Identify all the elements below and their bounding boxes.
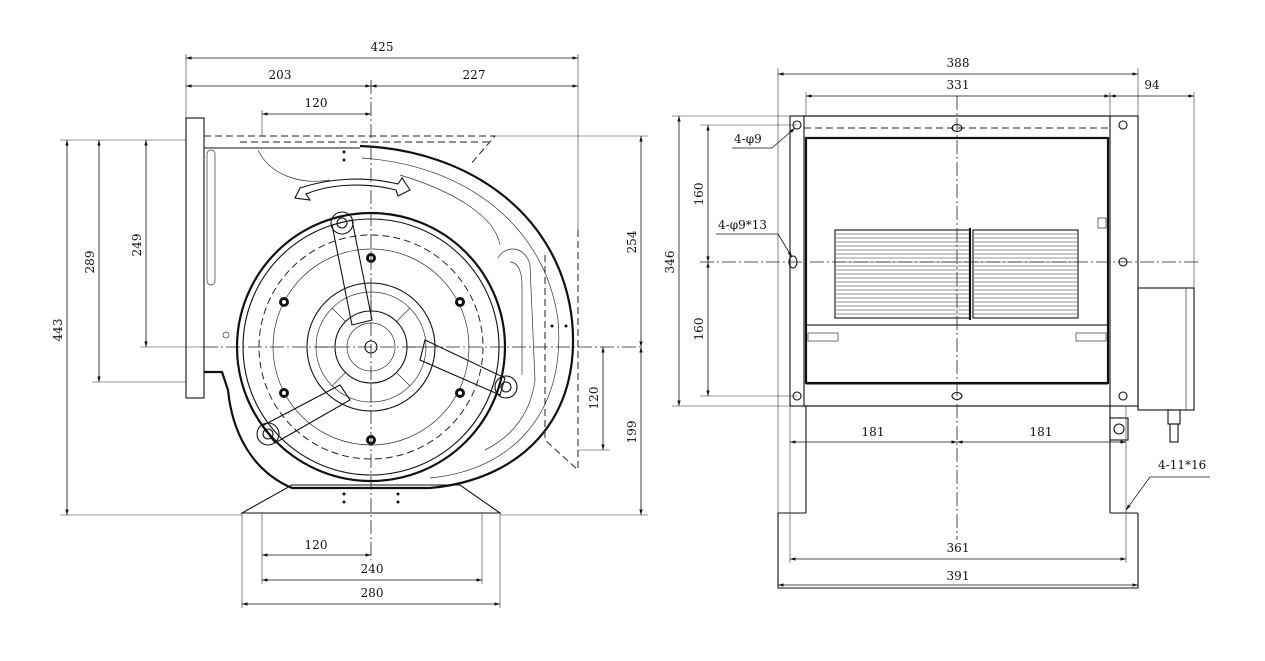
motor-body bbox=[1137, 287, 1195, 411]
corner-holes bbox=[788, 120, 1128, 401]
side-base bbox=[777, 513, 1139, 589]
motor-arm-top bbox=[331, 219, 373, 326]
impeller bbox=[834, 228, 1079, 320]
callout-4-11x16: 4-11*16 bbox=[1158, 458, 1206, 472]
dim-425: 425 bbox=[371, 40, 394, 54]
dim-346: 346 bbox=[663, 251, 677, 274]
dim-443: 443 bbox=[51, 319, 65, 342]
dim-203: 203 bbox=[269, 68, 292, 82]
dim-120-base: 120 bbox=[305, 538, 328, 552]
side-view-dimensions: 388 331 94 346 160 160 181 181 361 391 4… bbox=[663, 56, 1210, 587]
motor-arm-right bbox=[419, 339, 506, 396]
dim-181-right: 181 bbox=[1030, 425, 1053, 439]
callout-4-phi9: 4-φ9 bbox=[734, 132, 762, 146]
outlet-flange bbox=[185, 117, 205, 399]
scroll-housing bbox=[204, 144, 575, 490]
side-housing-outer bbox=[789, 115, 1139, 407]
dim-120-top: 120 bbox=[305, 96, 328, 110]
callout-4-phi9x13: 4-φ9*13 bbox=[718, 218, 767, 232]
dim-120-right: 120 bbox=[587, 387, 601, 410]
dim-280: 280 bbox=[361, 586, 384, 600]
dim-227: 227 bbox=[463, 68, 486, 82]
outlet-duct bbox=[204, 135, 497, 166]
dim-391: 391 bbox=[947, 569, 970, 583]
dim-254: 254 bbox=[625, 230, 639, 253]
dim-331: 331 bbox=[947, 78, 970, 92]
side-view bbox=[700, 96, 1200, 589]
dim-160-lower: 160 bbox=[692, 318, 706, 341]
dim-181-left: 181 bbox=[862, 425, 885, 439]
front-view-dimensions: 425 203 227 120 443 289 249 254 199 120 … bbox=[51, 40, 648, 606]
rotation-arrow bbox=[294, 177, 411, 201]
motor-arm-left bbox=[261, 384, 351, 444]
dim-94: 94 bbox=[1144, 78, 1160, 92]
dim-160-upper: 160 bbox=[692, 183, 706, 206]
dim-249: 249 bbox=[130, 234, 144, 257]
dim-361: 361 bbox=[947, 541, 970, 555]
front-view bbox=[185, 80, 640, 608]
dim-199: 199 bbox=[625, 421, 639, 444]
dim-289: 289 bbox=[83, 251, 97, 274]
dim-388: 388 bbox=[947, 56, 970, 70]
dim-240: 240 bbox=[361, 562, 384, 576]
